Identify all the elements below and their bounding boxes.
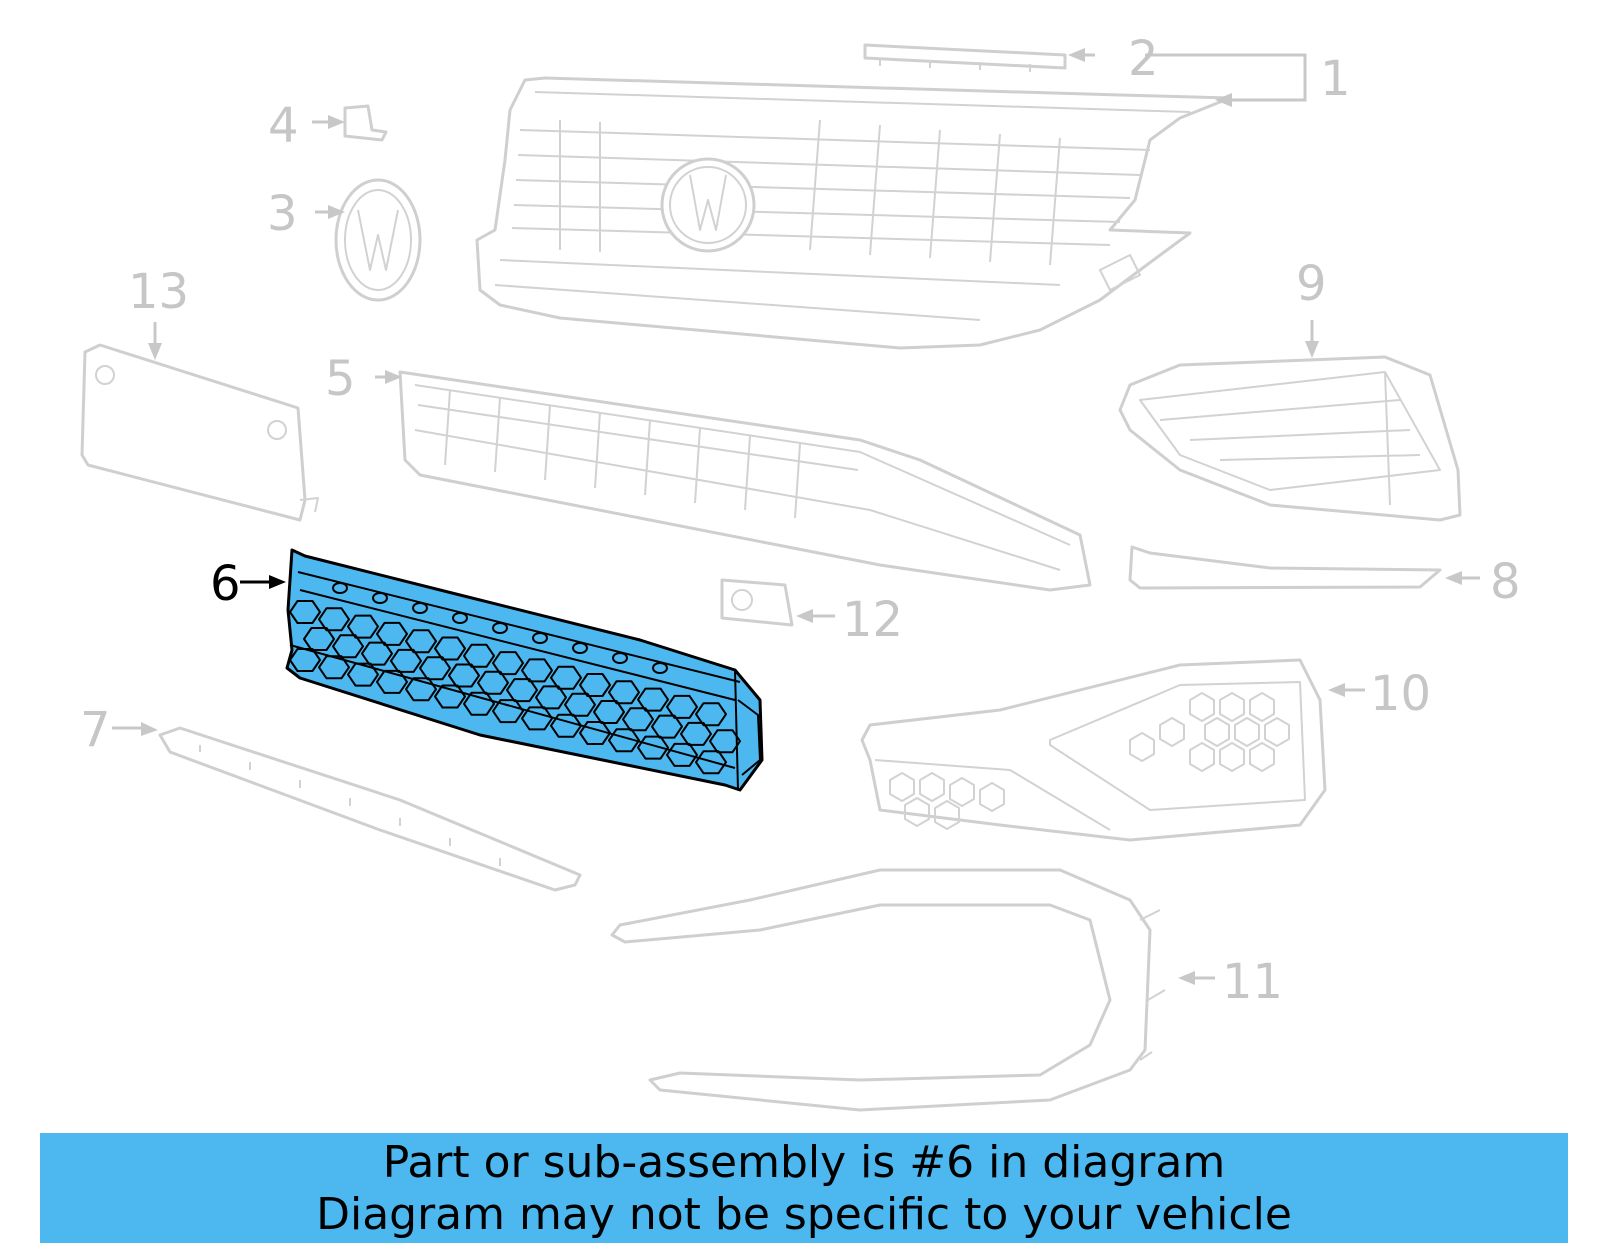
honeycomb-cell [550, 713, 582, 738]
callout-3: 3 [267, 186, 298, 242]
leader-lines [112, 48, 1480, 985]
honeycomb-cell [376, 669, 408, 694]
honeycomb-cell [463, 691, 495, 716]
honeycomb-cell [434, 684, 466, 709]
callout-5: 5 [325, 351, 356, 407]
honeycomb-cell [579, 673, 611, 697]
honeycomb-cell [376, 621, 408, 646]
honeycomb-cell [289, 600, 321, 624]
part-8-molding [1128, 545, 1442, 590]
info-banner: Part or sub-assembly is #6 in diagram Di… [40, 1133, 1568, 1243]
honeycomb-cell [579, 721, 611, 745]
callout-1: 1 [1320, 51, 1351, 107]
honeycomb-cell [405, 677, 437, 702]
honeycomb-cell [521, 658, 553, 683]
callout-2: 2 [1128, 31, 1159, 87]
honeycomb-cell [289, 648, 321, 672]
honeycomb-cell [405, 629, 437, 654]
honeycomb-cell [318, 607, 350, 632]
honeycomb-cell [521, 706, 553, 731]
part-12-sensor [720, 578, 794, 627]
callout-13: 13 [128, 264, 189, 320]
honeycomb-cell [637, 735, 669, 760]
part-4-clip [343, 104, 388, 142]
honeycomb-cell [608, 728, 640, 753]
part-3-emblem [334, 178, 422, 302]
part-9-fog-cover [1118, 355, 1462, 522]
callout-10: 10 [1370, 666, 1431, 722]
honeycomb-cell [695, 702, 727, 727]
honeycomb-cell [666, 694, 698, 719]
honeycomb-cell [666, 742, 698, 767]
callout-11: 11 [1222, 954, 1283, 1010]
callout-12: 12 [842, 592, 903, 648]
honeycomb-cell [347, 662, 379, 687]
callout-7: 7 [80, 702, 111, 758]
callout-9: 9 [1296, 256, 1327, 312]
honeycomb-cell [695, 750, 727, 775]
honeycomb-cell [463, 643, 495, 668]
part-5-lower-grille [398, 370, 1092, 592]
part-2-trim-strip [863, 43, 1067, 72]
honeycomb-cell [637, 687, 669, 712]
part-11-fog-trim [610, 868, 1166, 1112]
callout-8: 8 [1490, 554, 1521, 610]
callout-4: 4 [268, 98, 299, 154]
parts-diagram: 1 2 3 4 5 6 7 8 9 10 11 12 13 [80, 31, 1521, 1112]
honeycomb-cell [550, 665, 582, 690]
honeycomb-cell [492, 699, 524, 724]
part-6-honeycomb-grille [285, 548, 764, 792]
part-10-side-grille [860, 658, 1327, 842]
part-7-trim-strip [158, 726, 582, 892]
honeycomb-cell [492, 651, 524, 676]
honeycomb-cell [434, 636, 466, 661]
banner-line-1: Part or sub-assembly is #6 in diagram [382, 1137, 1226, 1188]
part-13-plate-bracket [80, 343, 319, 522]
honeycomb-cell [318, 655, 350, 680]
part-1-upper-grille [475, 76, 1232, 350]
honeycomb-cell [347, 614, 379, 639]
callout-6: 6 [210, 556, 241, 612]
honeycomb-cell [608, 680, 640, 705]
banner-line-2: Diagram may not be specific to your vehi… [316, 1189, 1292, 1240]
